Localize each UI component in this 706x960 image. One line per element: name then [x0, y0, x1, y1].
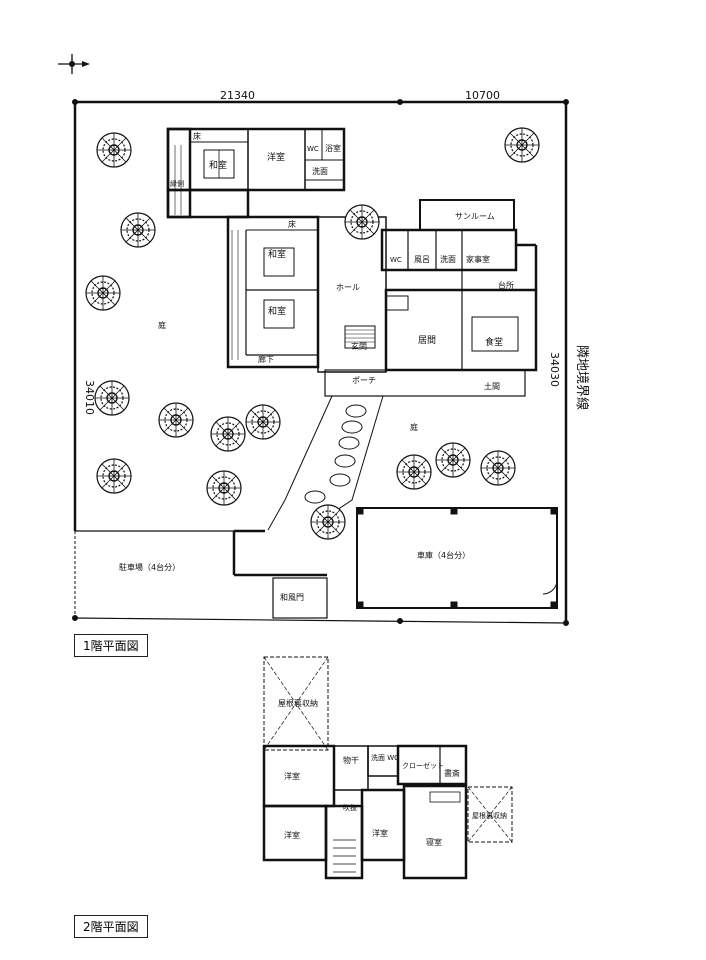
room2-attic-a: 屋根裏収納 — [278, 698, 318, 708]
room-toko-b: 床 — [288, 219, 296, 229]
room-yoshitsu-a: 洋室 — [267, 151, 285, 163]
room-bath-b: 風呂 — [414, 255, 430, 264]
room-living: 居間 — [418, 335, 436, 346]
room-utility: 家事室 — [466, 254, 490, 264]
dim-top-right: 10700 — [465, 89, 500, 102]
dim-right: 34030 — [548, 352, 561, 387]
room-wc-b: WC — [390, 256, 402, 264]
room-wash-b: 洗面 — [440, 254, 456, 264]
room-washitsu-b: 和室 — [268, 248, 286, 260]
room-wc-a: WC — [307, 145, 319, 153]
room-sunroom: サンルーム — [455, 212, 495, 221]
room-dining: 食堂 — [485, 336, 503, 348]
room2-drying: 物干 — [343, 755, 359, 765]
boundary-label: 隣地境界線 — [574, 345, 590, 410]
site-boundary — [72, 99, 569, 626]
room-parking: 駐車場（4台分） — [119, 562, 180, 572]
dim-left: 34010 — [83, 380, 96, 415]
room-kitchen: 台所 — [498, 280, 514, 290]
room-doma: 土間 — [484, 381, 500, 391]
room-washitsu-a: 和室 — [209, 159, 227, 171]
room2-yoshitsu-a: 洋室 — [284, 771, 300, 781]
room2-bedroom: 寝室 — [426, 837, 442, 847]
room2-closet: クローゼット — [402, 761, 444, 770]
room2-attic-b: 屋根裏収納 — [472, 811, 507, 820]
room2-yoshitsu-c: 洋室 — [372, 828, 388, 838]
house-floor1 — [166, 127, 538, 397]
room-wash-a: 洗面 — [312, 166, 328, 176]
room-hall: ホール — [336, 283, 360, 292]
garden-label-b: 庭 — [410, 422, 418, 432]
room-gate: 和風門 — [280, 593, 304, 602]
room2-yoshitsu-b: 洋室 — [284, 830, 300, 840]
floor2-title: 2階平面図 — [74, 915, 148, 938]
room2-wash: 洗面 WC — [371, 753, 399, 762]
room-toko-a: 床 — [193, 131, 201, 141]
room-porch: ポーチ — [352, 376, 376, 385]
garage-structure — [272, 507, 558, 619]
room2-stair: 吹抜 — [343, 803, 357, 812]
room-bath-a: 浴室 — [325, 143, 341, 153]
house-floor2 — [262, 656, 513, 880]
room-corridor: 廊下 — [258, 354, 274, 364]
room-engawa: 縁側 — [170, 179, 184, 188]
room-garage: 車庫（4台分） — [417, 550, 470, 560]
room-genkan: 玄関 — [351, 341, 367, 351]
garden-label-a: 庭 — [158, 320, 166, 330]
room2-study: 書斎 — [444, 768, 460, 778]
floor1-title: 1階平面図 — [74, 634, 148, 657]
dim-top-left: 21340 — [220, 89, 255, 102]
room-washitsu-c: 和室 — [268, 305, 286, 317]
compass-rose-icon — [58, 54, 90, 74]
